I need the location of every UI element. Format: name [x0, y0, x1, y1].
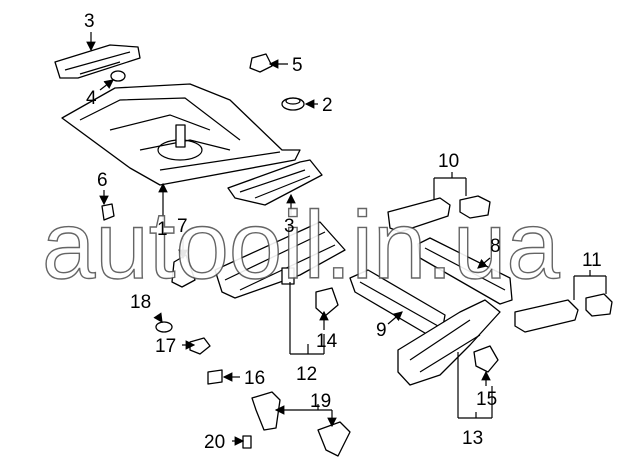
callout-5: 5 [292, 55, 303, 76]
part-14-bracket [315, 287, 339, 317]
part-13-side-member [397, 299, 501, 386]
part-8-rail [417, 237, 513, 305]
callout-13: 13 [462, 428, 483, 449]
part-12-crossmember [214, 221, 346, 299]
callout-8: 8 [490, 236, 501, 257]
callout-18: 18 [130, 292, 151, 313]
part-3-lower-panel [227, 159, 323, 206]
callout-7: 7 [177, 216, 188, 237]
callout-12: 12 [296, 364, 317, 385]
callout-11: 11 [582, 250, 602, 271]
callout-10: 10 [438, 151, 459, 172]
callout-4: 4 [86, 88, 97, 109]
part-15-bracket [473, 345, 499, 373]
watermark: autooil.in.ua [42, 192, 560, 299]
part-5-bracket [249, 53, 273, 73]
part-17-clip [189, 337, 211, 355]
part-18-clip [155, 321, 173, 333]
callout-1: 1 [157, 219, 168, 240]
callout-2: 2 [322, 95, 333, 116]
part-11-brackets [514, 293, 613, 333]
part-1-rear-floor-pan [61, 83, 301, 186]
callout-19: 19 [310, 391, 331, 412]
callout-3-upper: 3 [84, 11, 95, 32]
callout-15: 15 [476, 389, 497, 410]
callout-9: 9 [376, 320, 387, 341]
callout-20: 20 [204, 432, 225, 453]
part-4-clip [110, 70, 126, 82]
callout-6: 6 [97, 170, 108, 191]
part-20-bolt [242, 435, 252, 449]
callout-3-lower: 3 [284, 216, 295, 237]
callout-14: 14 [316, 331, 338, 352]
callout-17: 17 [155, 336, 176, 357]
part-16-nut [207, 369, 223, 385]
leader-lines [86, 32, 607, 446]
part-10-brackets [387, 195, 491, 233]
part-19-brackets [251, 391, 351, 457]
part-3-upper-panel [54, 44, 141, 79]
callout-16: 16 [244, 368, 265, 389]
part-2-plug [281, 97, 305, 111]
